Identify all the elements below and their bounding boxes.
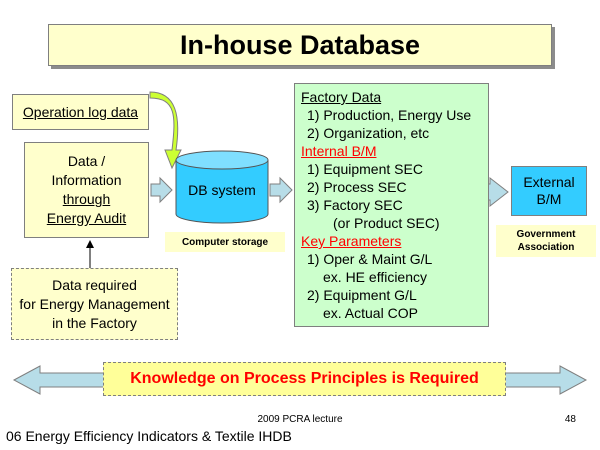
factory-item: 1) Production, Energy Use: [307, 107, 472, 123]
page-title-text: In-house Database: [179, 29, 421, 60]
oplog-to-db-arrow: [149, 91, 182, 170]
database-contents-box: Factory Data 1) Production, Energy Use 2…: [294, 83, 489, 327]
factory-data-header: Factory Data: [301, 89, 382, 105]
datainfo-to-db-arrow: [150, 176, 173, 204]
internal-bm-header: Internal B/M: [301, 143, 377, 159]
government-line2: Association: [517, 242, 575, 253]
data-info-line2: Information: [51, 172, 122, 188]
knowledge-text: Knowledge on Process Principles is Requi…: [130, 370, 479, 387]
data-info-line1: Data /: [67, 153, 106, 169]
data-info-line4: Energy Audit: [46, 210, 127, 226]
factory-item: 2) Organization, etc: [307, 125, 430, 141]
key-parameters-header: Key Parameters: [301, 233, 402, 249]
energy-req-line1: Data required: [52, 276, 137, 293]
operation-log-box: Operation log data: [12, 94, 149, 130]
external-line1: External: [523, 174, 575, 190]
db-to-details-arrow: [269, 176, 293, 204]
internal-item: 2) Process SEC: [307, 179, 407, 195]
db-system-label: DB system: [176, 176, 268, 204]
government-association-label: Government Association: [496, 225, 596, 257]
internal-item: (or Product SEC): [333, 215, 440, 231]
government-line1: Government: [516, 229, 576, 240]
page-title: In-house Database: [48, 24, 552, 66]
footer-lecture: 2009 PCRA lecture: [257, 414, 343, 425]
key-item: 2) Equipment G/L: [307, 287, 417, 303]
footer-caption: 06 Energy Efficiency Indicators & Textil…: [6, 428, 292, 444]
computer-storage-label: Computer storage: [165, 232, 285, 252]
data-info-line3: through: [62, 191, 111, 207]
internal-item: 1) Equipment SEC: [307, 161, 423, 177]
operation-log-label: Operation log data: [22, 104, 139, 120]
knowledge-banner: Knowledge on Process Principles is Requi…: [103, 362, 506, 396]
internal-item: 3) Factory SEC: [307, 197, 403, 213]
energy-req-line3: in the Factory: [52, 314, 137, 331]
energy-management-box: Data required for Energy Management in t…: [11, 268, 178, 340]
key-item: ex. HE efficiency: [323, 269, 428, 285]
db-cylinder-icon: [175, 150, 269, 224]
data-information-box: Data / Information through Energy Audit: [24, 142, 149, 238]
external-line2: B/M: [536, 191, 562, 207]
key-item: ex. Actual COP: [323, 305, 418, 321]
external-bm-box: External B/M: [511, 166, 587, 216]
key-item: 1) Oper & Maint G/L: [307, 251, 433, 267]
db-system-text: DB system: [188, 182, 256, 198]
computer-storage-text: Computer storage: [181, 236, 269, 248]
energy-req-line2: for Energy Management: [19, 295, 170, 312]
page-number: 48: [564, 414, 576, 425]
